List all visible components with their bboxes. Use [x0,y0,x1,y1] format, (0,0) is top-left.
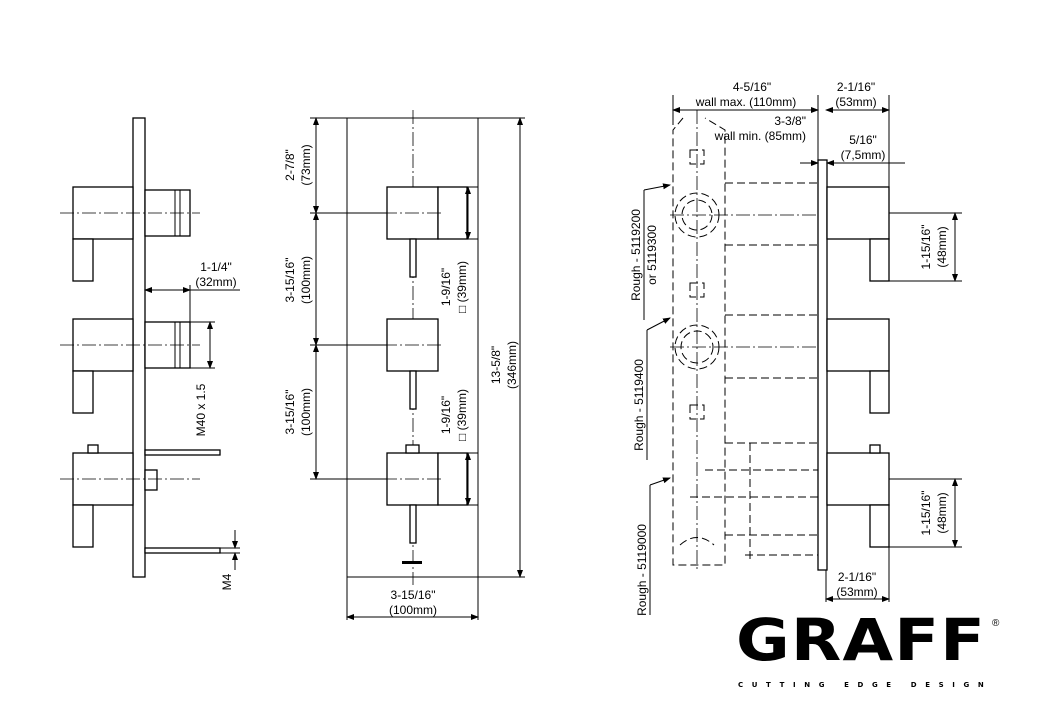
graff-logo: GRAFF ® CUTTING EDGE DESIGN [736,606,1000,689]
front-handle-middle [386,318,439,410]
section-view: 4-5/16" wall max. (110mm) 2-1/16" (53mm)… [629,80,962,616]
side-handle-top [72,186,191,282]
rough-label-5119000: Rough - 5119000 [635,524,649,616]
projection-bottom-mm: (53mm) [836,585,877,599]
handle-size-lower-mm: □ (39mm) [455,389,469,441]
side-plate [132,117,146,578]
handle-size-upper-inch: 1-9/16" [439,268,453,306]
knob-projection-inch: 1-1/4" [200,260,232,274]
projection-top-mm: (53mm) [835,95,876,109]
top-offset-inch: 2-7/8" [283,149,297,181]
front-logo-mark [402,561,422,564]
handle-size-lower-inch: 1-9/16" [439,396,453,434]
overall-height-mm: (346mm) [505,341,519,389]
plate-width-inch: 3-15/16" [391,588,436,602]
thread-label: M40 x 1.5 [194,383,208,436]
rough-label-5119200: Rough - 5119200 [629,209,643,301]
plate-width-mm: (100mm) [389,603,437,617]
front-view: 2-7/8" (73mm) 3-15/16" (100mm) 3-15/16" … [283,110,525,620]
section-plate [817,159,828,571]
projection-top-inch: 2-1/16" [837,80,875,94]
plate-thickness-inch: 5/16" [849,133,877,147]
logo-brand: GRAFF [736,606,986,674]
spacing-lower-mm: (100mm) [299,388,313,436]
rough-label-5119300: or 5119300 [645,225,659,285]
side-handle-bottom [72,444,221,554]
spacing-upper-mm: (100mm) [299,256,313,304]
front-handle-bottom [386,444,468,544]
wall-max-mm: wall max. (110mm) [695,95,796,109]
side-handle-middle [72,318,191,414]
logo-tagline: CUTTING EDGE DESIGN [738,681,990,689]
front-plate [346,117,479,578]
side-view: 1-1/4" (32mm) M40 x 1.5 M4 [60,117,240,590]
plate-thickness-mm: (7,5mm) [841,148,886,162]
handle-upper-mm: (48mm) [935,226,949,267]
handle-size-upper-mm: □ (39mm) [455,261,469,313]
logo-registered: ® [992,618,1000,629]
projection-bottom-inch: 2-1/16" [838,570,876,584]
spacing-lower-inch: 3-15/16" [283,390,297,435]
wall-min-inch: 3-3/8" [774,114,806,128]
overall-height-inch: 13-5/8" [489,346,503,384]
spacing-upper-inch: 3-15/16" [283,258,297,303]
handle-lower-mm: (48mm) [935,492,949,533]
knob-projection-mm: (32mm) [195,275,236,289]
wall-min-mm: wall min. (85mm) [714,129,806,143]
handle-lower-inch: 1-15/16" [919,491,933,536]
top-offset-mm: (73mm) [299,144,313,185]
screw-label: M4 [220,573,234,590]
rough-label-5119400: Rough - 5119400 [632,359,646,451]
wall-max-inch: 4-5/16" [733,80,771,94]
handle-upper-inch: 1-15/16" [919,225,933,270]
